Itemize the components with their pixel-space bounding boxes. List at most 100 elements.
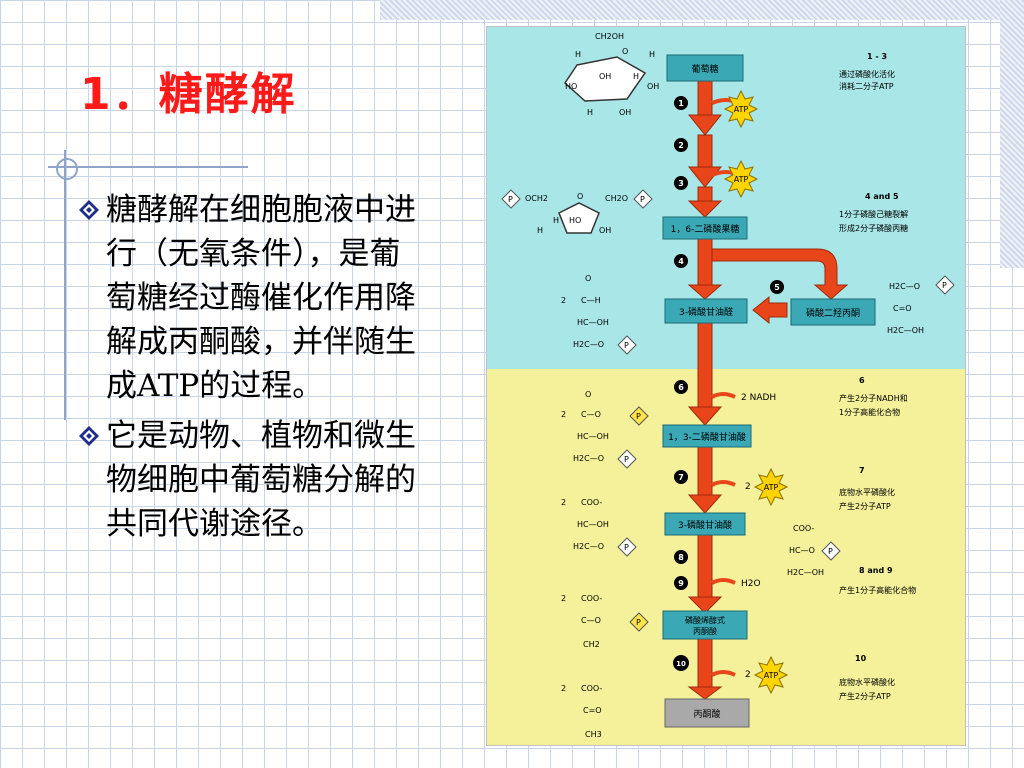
box-dhap: 磷酸二羟丙酮	[806, 307, 860, 319]
svg-text:8 and 9: 8 and 9	[859, 566, 893, 575]
svg-text:形成2分子磷酸丙糖: 形成2分子磷酸丙糖	[839, 223, 908, 233]
slide-title: 1．糖酵解	[80, 69, 297, 120]
svg-text:C=O: C=O	[893, 304, 912, 313]
svg-text:7: 7	[678, 473, 684, 482]
svg-text:HC—OH: HC—OH	[577, 520, 609, 529]
svg-text:OH: OH	[647, 82, 659, 91]
svg-text:HC—OH: HC—OH	[577, 432, 609, 441]
svg-text:5: 5	[774, 283, 780, 292]
bullet-text: 它是动物、植物和微生物细胞中葡萄糖分解的共同代谢途径。	[106, 418, 416, 542]
svg-text:O: O	[585, 274, 591, 283]
svg-text:2: 2	[561, 594, 566, 603]
svg-text:1 - 3: 1 - 3	[867, 52, 887, 61]
svg-text:产生1分子高能化合物: 产生1分子高能化合物	[839, 585, 916, 595]
svg-text:3: 3	[678, 179, 684, 188]
svg-text:H2C—O: H2C—O	[573, 454, 604, 463]
svg-text:4: 4	[678, 257, 684, 266]
svg-text:P: P	[942, 281, 947, 290]
svg-text:9: 9	[678, 579, 684, 588]
glucose-structure: CH2OH H O H OH H HO OH H OH	[564, 32, 659, 117]
svg-text:P: P	[636, 412, 641, 421]
bullet-list: 糖酵解在细胞胞液中进行（无氧条件），是葡萄糖经过酶催化作用降解成丙酮酸，并伴随生…	[78, 188, 438, 552]
svg-text:通过磷酸化活化: 通过磷酸化活化	[839, 69, 895, 79]
svg-text:P: P	[624, 455, 629, 464]
decorative-vertical-line	[64, 150, 66, 420]
pep-structure: COO- C—O P CH2 2	[561, 594, 649, 649]
diamond-bullet-icon	[78, 414, 106, 458]
svg-text:10: 10	[855, 654, 867, 663]
box-pep-line1: 磷酸烯醇式	[685, 615, 725, 625]
svg-text:OH: OH	[619, 108, 631, 117]
svg-text:C=O: C=O	[583, 706, 602, 715]
svg-text:COO-: COO-	[793, 524, 814, 533]
step-notes: 1 - 3 通过磷酸化活化 消耗二分子ATP 4 and 5 1分子磷酸己糖裂解…	[839, 52, 916, 701]
glycolysis-pathway-diagram: 葡萄糖 1，6-二磷酸果糖 3-磷酸甘油醛 磷酸二羟丙酮 1，3-二磷酸甘油酸 …	[486, 26, 966, 746]
svg-text:H2C—OH: H2C—OH	[787, 568, 824, 577]
svg-text:CH2O: CH2O	[605, 194, 628, 203]
svg-text:C—O: C—O	[581, 410, 601, 419]
bullet-text: 糖酵解在细胞胞液中进行（无氧条件），是葡萄糖经过酶催化作用降解成丙酮酸，并伴随生…	[106, 192, 416, 404]
box-3-phosphoglycerate: 3-磷酸甘油酸	[678, 519, 732, 531]
svg-text:HC—OH: HC—OH	[577, 318, 609, 327]
svg-text:O: O	[622, 47, 628, 56]
water-label: H2O	[741, 579, 761, 589]
svg-text:6: 6	[859, 376, 865, 385]
pathway-boxes: 葡萄糖 1，6-二磷酸果糖 3-磷酸甘油醛 磷酸二羟丙酮 1，3-二磷酸甘油酸 …	[662, 54, 876, 728]
svg-text:COO-: COO-	[581, 594, 602, 603]
svg-text:CH2: CH2	[583, 640, 600, 649]
diamond-bullet-icon	[78, 188, 106, 232]
svg-text:HC—O: HC—O	[789, 546, 815, 555]
svg-text:CH2OH: CH2OH	[595, 32, 624, 41]
bullet-item: 糖酵解在细胞胞液中进行（无氧条件），是葡萄糖经过酶催化作用降解成丙酮酸，并伴随生…	[78, 188, 438, 408]
svg-text:C—H: C—H	[581, 296, 601, 305]
svg-text:产生2分子ATP: 产生2分子ATP	[839, 501, 891, 511]
svg-text:H2C—O: H2C—O	[573, 340, 604, 349]
box-pyruvate: 丙酮酸	[693, 709, 720, 720]
svg-text:10: 10	[676, 660, 686, 668]
svg-text:HO: HO	[569, 216, 581, 225]
svg-text:H2C—O: H2C—O	[889, 282, 920, 291]
svg-text:H: H	[537, 226, 543, 235]
svg-text:2: 2	[561, 410, 566, 419]
dhap-structure: H2C—O P C=O H2C—OH	[887, 275, 955, 335]
svg-text:8: 8	[678, 553, 684, 562]
svg-text:HO: HO	[565, 82, 577, 91]
box-fructose-bisphosphate: 1，6-二磷酸果糖	[671, 223, 740, 235]
svg-text:1分子高能化合物: 1分子高能化合物	[839, 407, 900, 417]
svg-text:P: P	[624, 543, 629, 552]
3-phosphoglycerate-structure: COO- HC—OH H2C—O P 2	[561, 498, 637, 557]
pyruvate-structure: COO- C=O CH3 2	[561, 684, 602, 739]
svg-text:1: 1	[678, 99, 684, 108]
atp-star-icons: ATP ATP ATP ATP	[723, 89, 789, 695]
svg-text:7: 7	[859, 466, 865, 475]
svg-text:H: H	[649, 50, 655, 59]
svg-text:C—O: C—O	[581, 616, 601, 625]
glyceraldehyde-3p-structure: O C—H HC—OH H2C—O P 2	[561, 274, 637, 355]
side-output-labels: 2 NADH 2 2 H2O	[741, 393, 776, 680]
2-phosphoglycerate-structure: COO- HC—O P H2C—OH	[787, 524, 841, 577]
svg-text:ATP: ATP	[764, 671, 779, 680]
svg-text:1分子磷酸己糖裂解: 1分子磷酸己糖裂解	[839, 209, 908, 219]
svg-text:底物水平磷酸化: 底物水平磷酸化	[839, 677, 895, 687]
svg-text:ATP: ATP	[734, 175, 749, 184]
svg-text:CH3: CH3	[585, 730, 602, 739]
nadh-label: 2 NADH	[741, 393, 776, 403]
svg-text:产生2分子NADH和: 产生2分子NADH和	[839, 393, 908, 403]
box-glucose: 葡萄糖	[691, 63, 718, 75]
svg-text:2: 2	[745, 482, 751, 492]
bullet-item: 它是动物、植物和微生物细胞中葡萄糖分解的共同代谢途径。	[78, 414, 438, 546]
svg-text:产生2分子ATP: 产生2分子ATP	[839, 691, 891, 701]
decorative-horizontal-line	[48, 166, 248, 168]
svg-text:ATP: ATP	[734, 105, 749, 114]
svg-text:2: 2	[561, 498, 566, 507]
svg-text:COO-: COO-	[581, 684, 602, 693]
bisphosphoglycerate-structure: O C—O P HC—OH H2C—O P 2	[561, 390, 649, 469]
svg-text:O: O	[585, 390, 591, 399]
svg-text:P: P	[640, 195, 645, 204]
svg-text:OCH2: OCH2	[525, 194, 548, 203]
box-bisphosphoglycerate: 1，3-二磷酸甘油酸	[668, 431, 746, 443]
svg-text:H2C—O: H2C—O	[573, 542, 604, 551]
svg-text:2: 2	[561, 296, 566, 305]
fructose-bisphosphate-structure: P OCH2 O CH2O P H HO H OH	[501, 189, 653, 235]
box-pep-line2: 丙酮酸	[693, 626, 717, 636]
